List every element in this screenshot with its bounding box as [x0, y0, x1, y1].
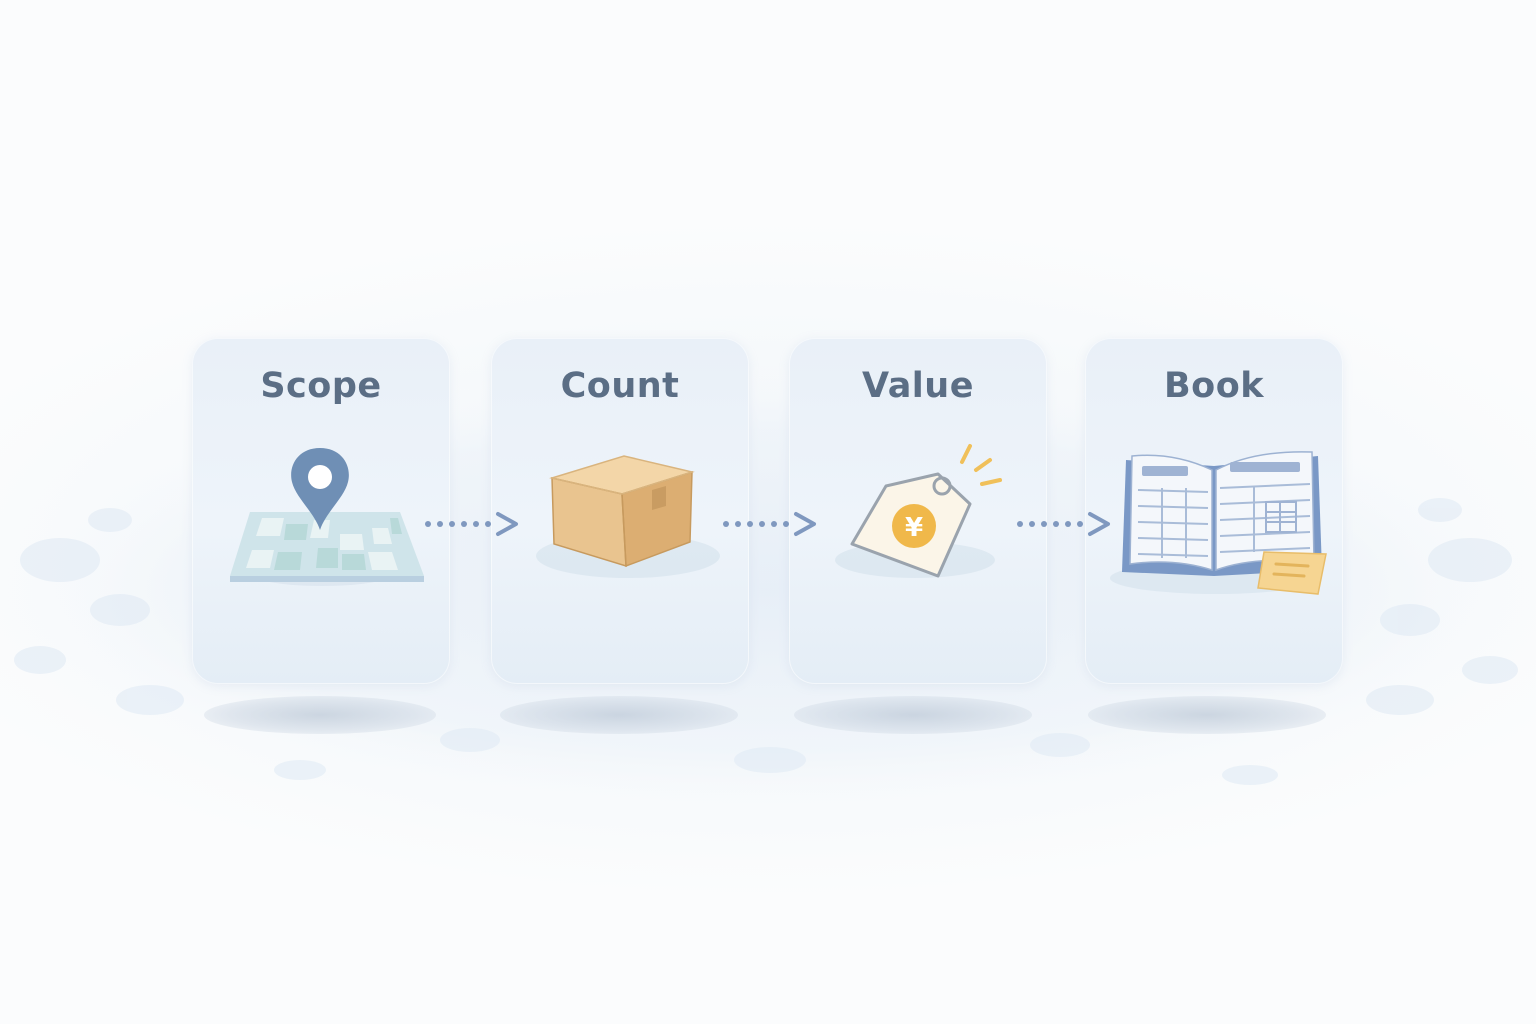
- ledger-book-icon: [1110, 451, 1327, 595]
- yen-symbol: ¥: [905, 513, 923, 543]
- card-shadow-count: [500, 696, 738, 734]
- step-label-value: Value: [862, 366, 974, 406]
- dotted-arrow-2: [723, 512, 816, 536]
- dotted-arrow-3: [1017, 512, 1110, 536]
- card-shadow-scope: [204, 696, 436, 734]
- step-label-count: Count: [560, 366, 680, 406]
- price-tag-icon: ¥: [835, 444, 1002, 578]
- dotted-arrow-1: [425, 512, 518, 536]
- step-label-book: Book: [1163, 366, 1265, 406]
- card-shadow-value: [794, 696, 1032, 734]
- step-label-scope: Scope: [260, 366, 382, 406]
- card-shadow-book: [1088, 696, 1326, 734]
- map-pin-icon: [230, 448, 424, 586]
- box-icon: [536, 455, 720, 578]
